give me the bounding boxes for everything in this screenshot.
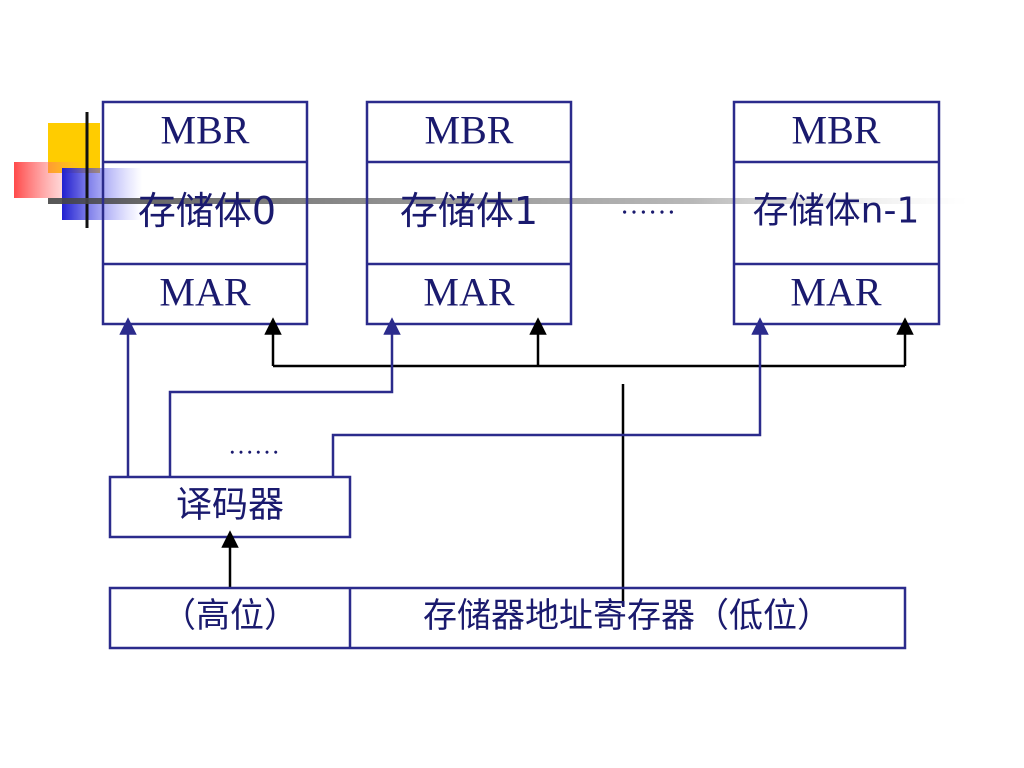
module-0-mar-label: MAR <box>159 270 250 315</box>
select-line-module-n-1 <box>331 317 769 477</box>
decoration-horizontal-line <box>48 198 968 204</box>
module-1-body-label: 存储体1 <box>400 189 538 233</box>
address-register-box <box>108 586 907 650</box>
register-high-label: （高位） <box>162 596 298 636</box>
decoder: 译码器 <box>108 475 352 539</box>
module-0-mbr-label: MBR <box>161 108 250 153</box>
module-n-1-mbr-label: MBR <box>792 108 881 153</box>
memory-module-n-1: MBR 存储体n-1 MAR <box>732 100 941 326</box>
memory-module-0: MBR 存储体0 MAR <box>101 100 309 326</box>
module-1-mar-label: MAR <box>423 270 514 315</box>
module-n-1-frame <box>732 100 941 326</box>
select-lines-ellipsis: …… <box>228 431 280 460</box>
module-0-frame <box>101 100 309 326</box>
decoder-select-lines <box>119 317 769 477</box>
module-0-body-label: 存储体0 <box>138 189 276 233</box>
modules-ellipsis: …… <box>620 190 676 221</box>
decoder-label: 译码器 <box>176 485 284 526</box>
module-n-1-body-label: 存储体n-1 <box>753 191 920 232</box>
slide-decoration <box>14 112 968 228</box>
select-line-module-1 <box>168 317 401 477</box>
module-1-frame <box>365 100 573 326</box>
module-n-1-mar-label: MAR <box>790 270 881 315</box>
address-register: （高位） 存储器地址寄存器（低位） <box>108 586 907 650</box>
address-bus <box>264 317 914 606</box>
module-1-mbr-label: MBR <box>425 108 514 153</box>
register-low-label: 存储器地址寄存器（低位） <box>423 596 831 636</box>
memory-module-1: MBR 存储体1 MAR <box>365 100 573 326</box>
